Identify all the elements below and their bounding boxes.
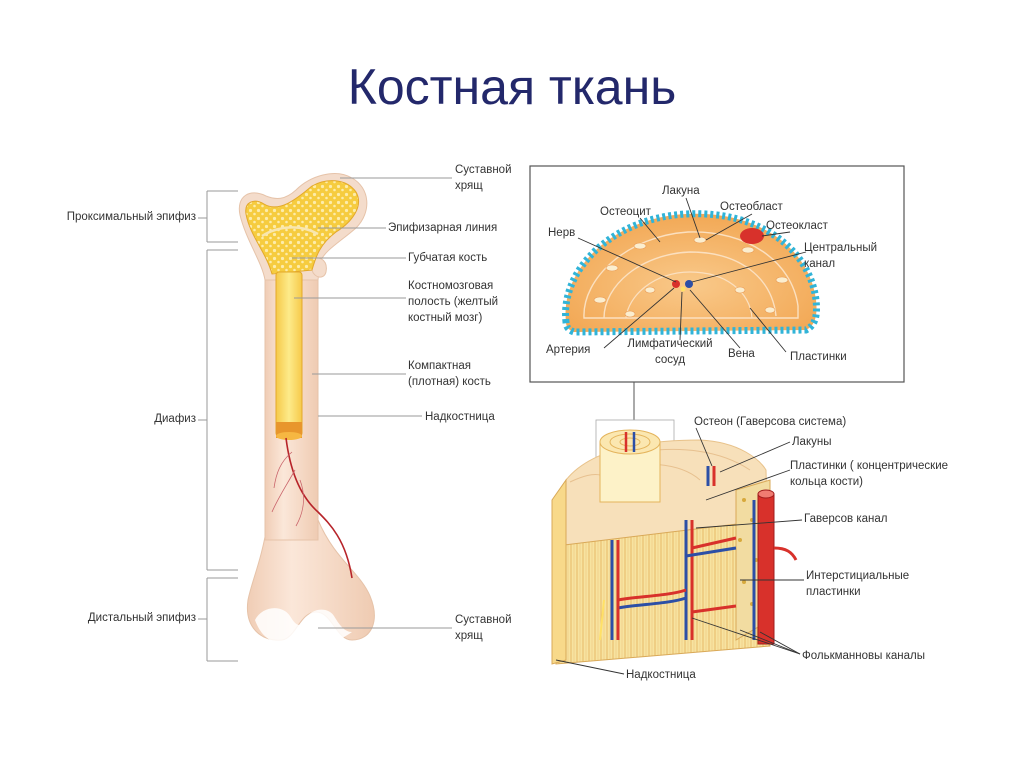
osteon-section-leaders	[577, 197, 807, 353]
bracket-diaphysis	[206, 249, 238, 571]
label-distal-epiphysis: Дистальный эпифиз	[87, 612, 196, 624]
osteon-cross-section	[562, 210, 820, 336]
label-spongy-bone: Губчатая кость	[408, 252, 488, 264]
label-osteon: Остеон (Гаверсова система)	[694, 416, 847, 428]
bracket-proximal-epiphysis	[206, 190, 238, 243]
label-artery: Артерия	[546, 344, 591, 356]
label-osteoblast: Остеобласт	[720, 201, 783, 213]
label-volkmann-canals: Фолькманновы каналы	[802, 650, 925, 662]
epiphyseal-line	[261, 226, 319, 238]
bone-leaders	[292, 177, 452, 629]
label-lacunae: Лакуны	[792, 436, 832, 448]
label-lamellae-section: Пластинки	[790, 351, 847, 363]
label-lacuna: Лакуна	[662, 185, 700, 197]
distal-articular-cartilage	[255, 608, 352, 644]
label-diaphysis: Диафиз	[154, 413, 196, 425]
canal-vein	[685, 280, 693, 288]
section-brackets	[198, 190, 238, 662]
page-title: Костная ткань	[347, 59, 677, 115]
nutrient-artery	[285, 437, 353, 579]
label-vein: Вена	[728, 348, 755, 360]
label-periosteum-block: Надкостница	[626, 669, 696, 681]
label-proximal-epiphysis: Проксимальный эпифиз	[66, 211, 196, 223]
bracket-distal-epiphysis	[206, 577, 238, 662]
label-haversian-canal: Гаверсов канал	[804, 513, 888, 525]
label-periosteum-bone: Надкостница	[425, 411, 495, 423]
label-osteocyte: Остеоцит	[600, 206, 651, 218]
label-compact-bone: Компактная(плотная) кость	[408, 360, 491, 388]
label-epiphyseal-line: Эпифизарная линия	[388, 222, 498, 234]
long-bone	[238, 173, 375, 644]
compact-block-leaders	[555, 427, 804, 675]
label-nerve: Нерв	[548, 227, 576, 239]
canal-artery	[672, 280, 680, 288]
label-osteoclast: Остеокласт	[766, 220, 828, 232]
osteoclast-cell	[740, 228, 764, 244]
marrow-cavity	[275, 271, 303, 437]
compact-bone-block	[551, 429, 798, 665]
